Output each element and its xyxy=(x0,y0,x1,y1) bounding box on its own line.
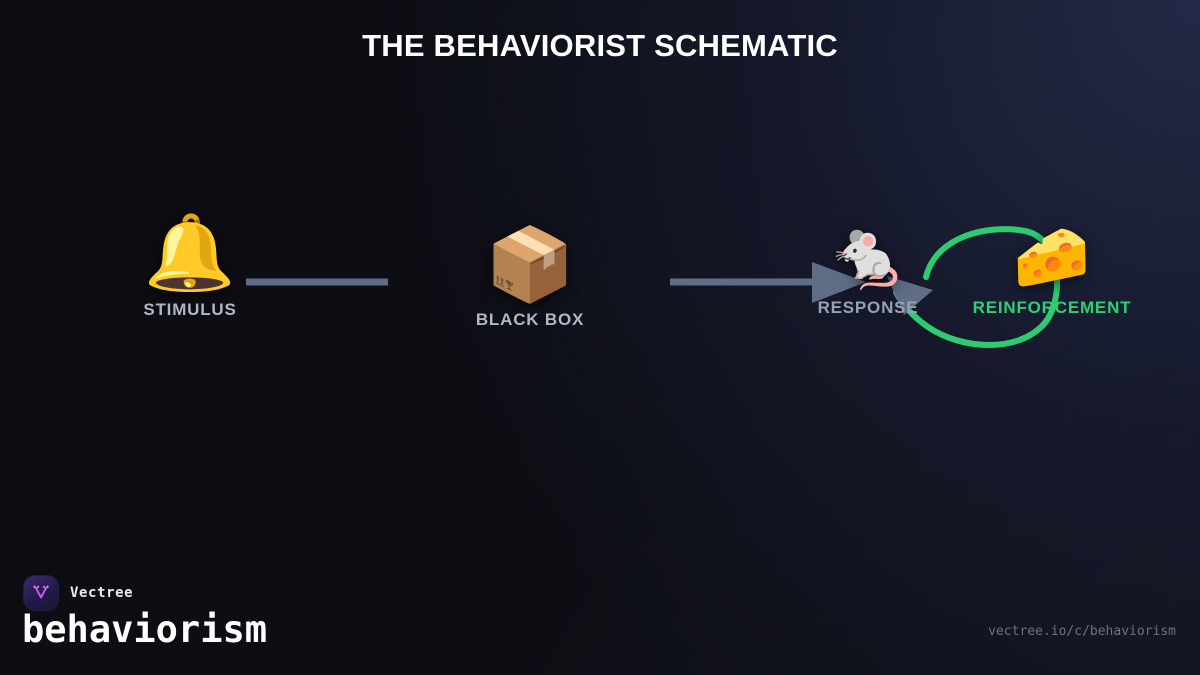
mouse-icon: 🐁 xyxy=(826,216,910,293)
arrowhead-to-response-return xyxy=(887,276,933,315)
cheese-icon: 🧀 xyxy=(1013,220,1091,293)
brand-row: Vectree xyxy=(24,576,133,610)
node-response-label: RESPONSE xyxy=(817,298,919,317)
package-icon: 📦 xyxy=(485,222,575,306)
node-stimulus-label: STIMULUS xyxy=(143,300,237,319)
brand-slug: behaviorism xyxy=(22,608,268,651)
node-black-box-label: BLACK BOX xyxy=(475,310,585,329)
node-reinforcement-label: REINFORCEMENT xyxy=(972,298,1132,317)
node-stimulus[interactable]: 🔔 STIMULUS xyxy=(110,216,270,320)
arrowhead-to-response xyxy=(812,262,866,303)
page-title: THE BEHAVIORIST SCHEMATIC xyxy=(362,28,838,63)
vectree-mark xyxy=(33,585,49,599)
brand-url: vectree.io/c/behaviorism xyxy=(988,624,1176,639)
bell-icon: 🔔 xyxy=(143,210,237,296)
brand-name: Vectree xyxy=(70,585,134,601)
vectree-logo-icon xyxy=(24,576,58,610)
node-response[interactable]: 🐁 RESPONSE xyxy=(788,222,948,318)
link-response-to-reinforcement xyxy=(893,226,1061,348)
node-reinforcement[interactable]: 🧀 REINFORCEMENT xyxy=(972,226,1132,318)
node-black-box[interactable]: 📦 BLACK BOX xyxy=(450,228,610,330)
